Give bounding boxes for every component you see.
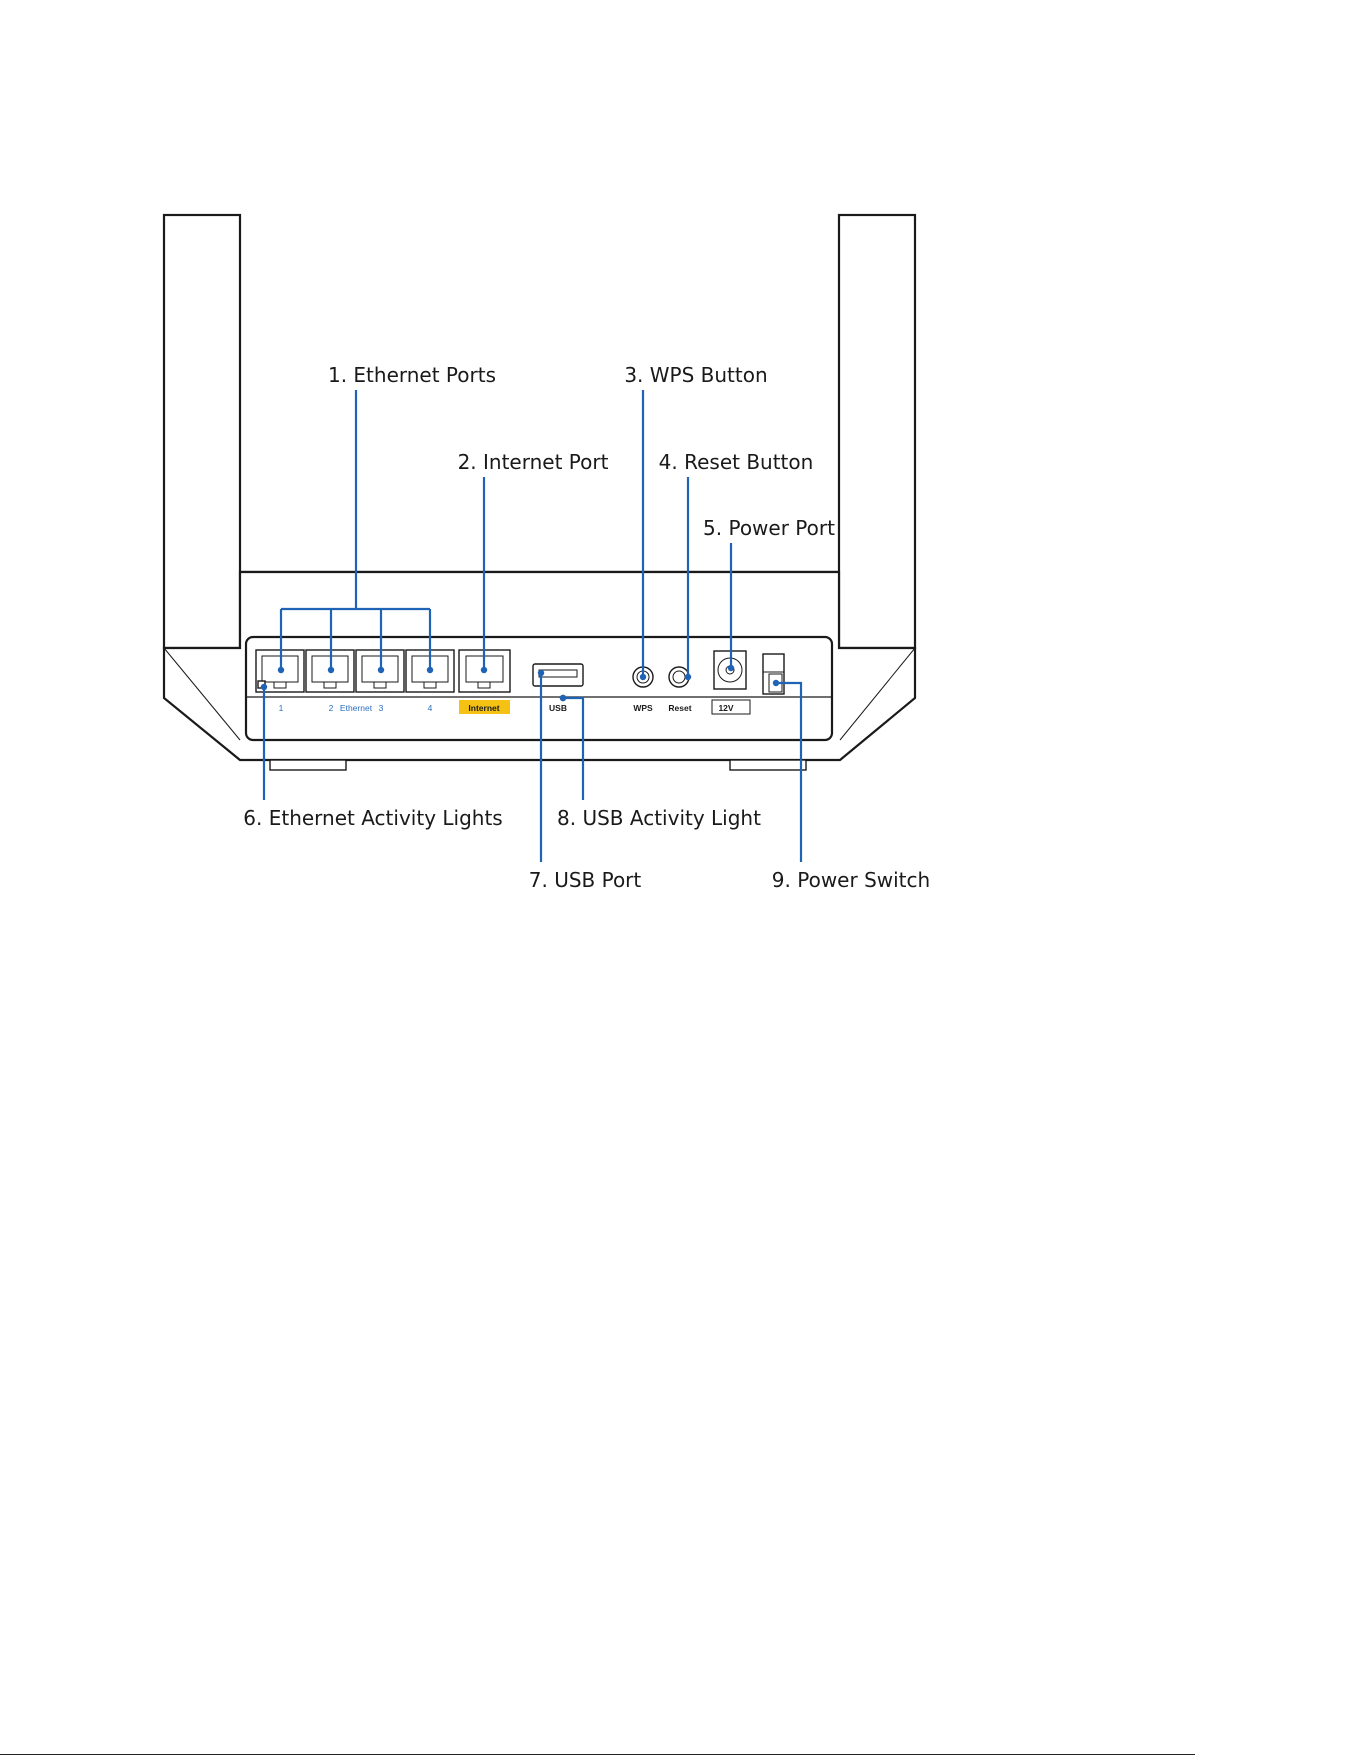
callout-power-port: 5. Power Port bbox=[703, 516, 835, 540]
port-label-3: 3 bbox=[379, 703, 384, 713]
callout-wps-button: 3. WPS Button bbox=[624, 363, 767, 387]
port-label-1: 1 bbox=[279, 703, 284, 713]
callout-ethernet-ports: 1. Ethernet Ports bbox=[328, 363, 496, 387]
port-label-2: 2 bbox=[329, 703, 334, 713]
power-switch[interactable] bbox=[763, 654, 784, 694]
callout-power-switch: 9. Power Switch bbox=[772, 868, 930, 892]
callout-ethernet-activity-lights: 6. Ethernet Activity Lights bbox=[243, 806, 502, 830]
left-foot bbox=[270, 760, 346, 770]
ethernet-label: Ethernet bbox=[340, 703, 373, 713]
reset-label: Reset bbox=[668, 703, 691, 713]
left-antenna bbox=[164, 215, 240, 648]
usb-label: USB bbox=[549, 703, 567, 713]
power-label: 12V bbox=[718, 703, 733, 713]
callout-internet-port: 2. Internet Port bbox=[458, 450, 609, 474]
callout-usb-activity-light: 8. USB Activity Light bbox=[557, 806, 761, 830]
port-label-4: 4 bbox=[428, 703, 433, 713]
right-foot bbox=[730, 760, 806, 770]
wps-label: WPS bbox=[633, 703, 653, 713]
page-bottom-rule bbox=[0, 1754, 1195, 1755]
callout-reset-button: 4. Reset Button bbox=[659, 450, 814, 474]
internet-label: Internet bbox=[468, 703, 499, 713]
right-antenna bbox=[839, 215, 915, 648]
callout-usb-port: 7. USB Port bbox=[529, 868, 642, 892]
